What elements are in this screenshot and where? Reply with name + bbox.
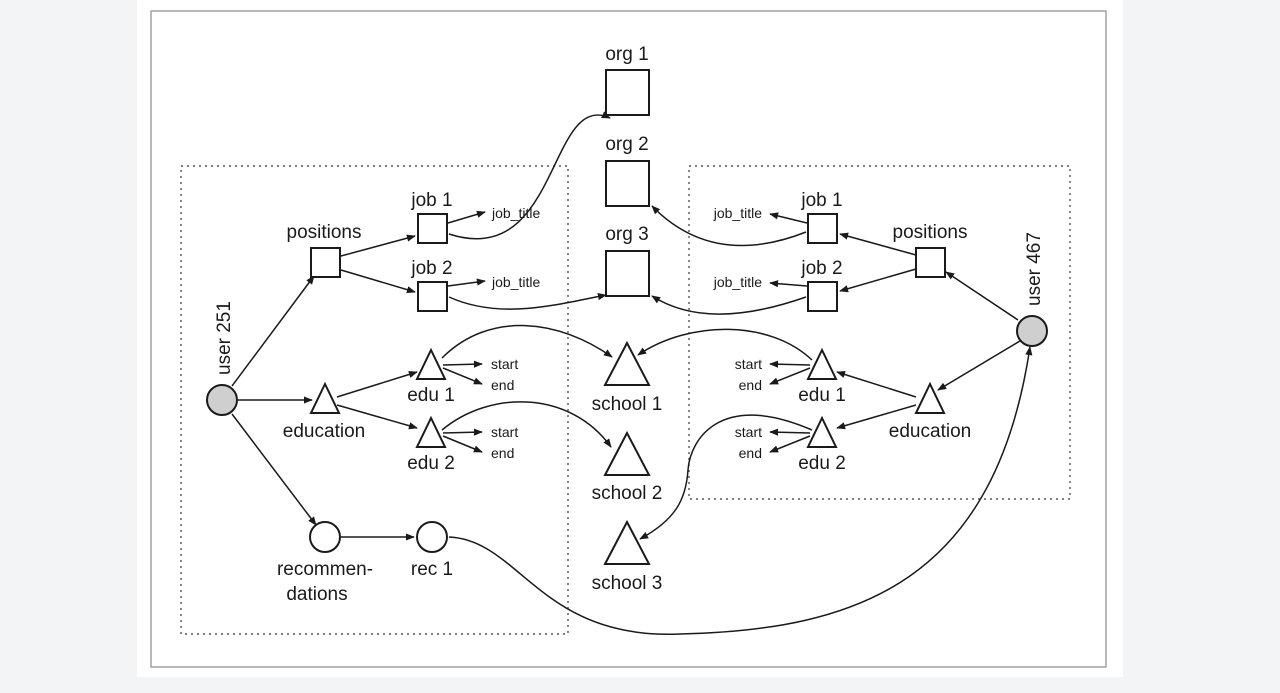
edge-edu2-end-right [769, 435, 811, 453]
user-467-label: user 467 [1024, 232, 1045, 306]
edge-user467-positions [945, 271, 1019, 321]
edu1-label-left: edu 1 [407, 385, 455, 406]
edge-positions-job1-left [340, 234, 416, 257]
positions-label-right: positions [893, 222, 968, 243]
job2-label-right: job 2 [800, 258, 842, 279]
edu2-node-right [806, 415, 838, 448]
edge-job2-jobtitle-right [769, 280, 808, 288]
edu1-node-right [806, 347, 838, 380]
school1-label: school 1 [592, 394, 663, 415]
edge-job1-org1 [448, 111, 611, 240]
edge-positions-job2-right [839, 268, 917, 293]
edge-job2right-org3 [651, 295, 807, 315]
job2-node-left [417, 281, 448, 312]
edge-job1right-org2 [651, 205, 807, 247]
edge-positions-job2-left [340, 269, 416, 294]
education-label-left: education [283, 421, 365, 442]
school1-node [603, 340, 651, 386]
edge-edu1-end-left [442, 367, 483, 385]
edge-edu2right-school3 [639, 414, 813, 540]
job1-node-right [807, 213, 838, 244]
org2-label: org 2 [605, 134, 648, 155]
job-title-label-right-2: job_title [713, 274, 762, 290]
edu2-label-left: edu 2 [407, 453, 455, 474]
edge-edu1-end-right [769, 367, 811, 385]
edge-job1-jobtitle-left [447, 210, 486, 224]
recommendations-node [309, 521, 341, 553]
edge-job2-org3 [448, 293, 607, 310]
user-467-node [1016, 315, 1048, 347]
edge-user467-education [937, 340, 1021, 391]
edge-education-edu2-left [336, 404, 418, 430]
end-label-right-2: end [739, 445, 762, 461]
edge-job1-jobtitle-right [769, 212, 808, 224]
edge-edu1right-school1 [637, 328, 813, 361]
edge-education-edu1-right [836, 371, 917, 398]
edge-edu1left-school1 [441, 324, 613, 359]
rec1-node [416, 521, 448, 553]
org1-label: org 1 [605, 44, 648, 65]
edge-edu2left-school2 [441, 401, 612, 448]
start-label-left-2: start [491, 424, 518, 440]
org1-node [605, 69, 650, 116]
job2-node-right [807, 281, 838, 312]
user-251-label: user 251 [214, 301, 235, 375]
job1-label-right: job 1 [800, 190, 842, 211]
org2-node [605, 160, 650, 207]
edge-edu1-start-left [442, 360, 483, 368]
job2-label-left: job 2 [410, 258, 452, 279]
start-label-left-1: start [491, 356, 518, 372]
education-label-right: education [889, 421, 971, 442]
school3-node [603, 519, 651, 565]
recommendations-label-line1: recommen- [277, 559, 373, 580]
user-251-group-box [180, 165, 569, 635]
edge-edu2-start-right [769, 428, 811, 436]
user-251-node [206, 384, 238, 416]
school2-node [603, 430, 651, 476]
edu2-label-right: edu 2 [798, 453, 846, 474]
edu2-node-left [415, 415, 447, 448]
positions-label-left: positions [287, 222, 362, 243]
edge-edu2-start-left [442, 428, 483, 436]
edu1-node-left [415, 347, 447, 380]
positions-node-right [915, 247, 946, 278]
rec1-label: rec 1 [411, 559, 453, 580]
education-node-left [309, 381, 341, 414]
job1-label-left: job 1 [410, 190, 452, 211]
edge-education-edu1-left [336, 370, 418, 398]
edge-job2-jobtitle-left [447, 278, 486, 287]
outer-frame [150, 10, 1107, 668]
user-467-group-box [688, 165, 1071, 500]
edge-education-edu2-right [836, 404, 917, 430]
school3-label: school 3 [592, 573, 663, 594]
start-label-right-2: start [735, 424, 762, 440]
job-title-label-right-1: job_title [713, 205, 762, 221]
end-label-left-2: end [491, 445, 514, 461]
end-label-right-1: end [739, 377, 762, 393]
edge-user251-recommendations [231, 413, 317, 526]
job-title-label-left-2: job_title [491, 274, 540, 290]
positions-node-left [310, 247, 341, 278]
org3-node [605, 250, 650, 297]
edge-user251-positions [231, 275, 315, 387]
edge-edu2-end-left [442, 435, 483, 453]
edu1-label-right: edu 1 [798, 385, 846, 406]
edge-edu1-start-right [769, 360, 811, 368]
job1-node-left [417, 213, 448, 244]
job-title-label-left-1: job_title [491, 205, 540, 221]
recommendations-label-line2: dations [286, 584, 347, 605]
end-label-left-1: end [491, 377, 514, 393]
school2-label: school 2 [592, 483, 663, 504]
start-label-right-1: start [735, 356, 762, 372]
edge-positions-job1-right [839, 232, 917, 256]
edge-rec1-user467 [448, 346, 1033, 635]
org3-label: org 3 [605, 224, 648, 245]
education-node-right [914, 381, 946, 414]
